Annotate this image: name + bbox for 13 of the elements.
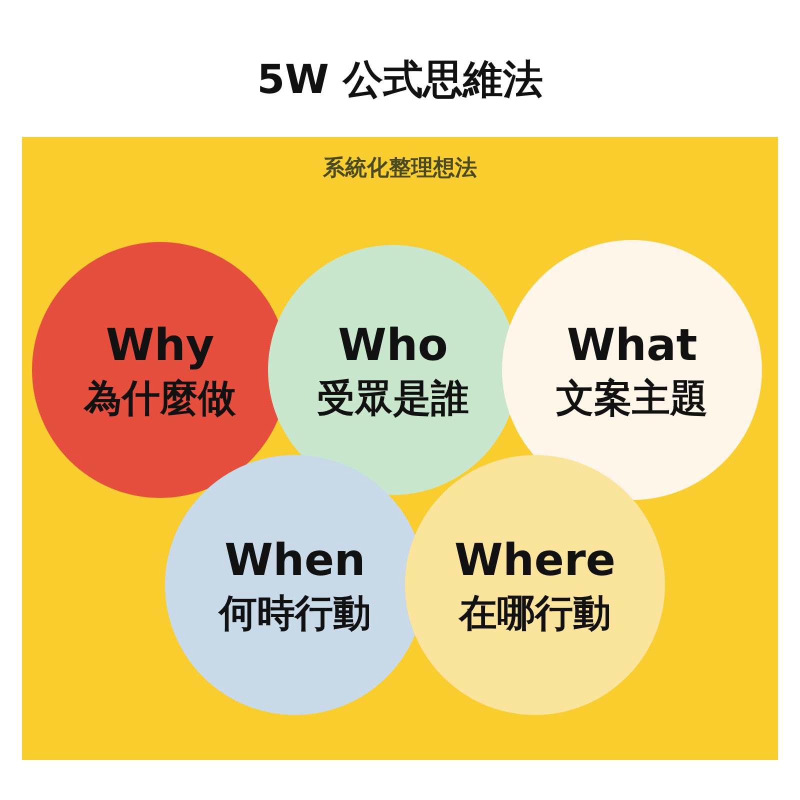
circle-text: 文案主題	[556, 374, 708, 422]
panel-background	[22, 137, 778, 760]
subtitle: 系統化整理想法	[322, 155, 478, 183]
circle-heading: When	[224, 534, 366, 588]
circle-text: 受眾是誰	[317, 374, 469, 422]
circle-heading: Who	[338, 318, 448, 373]
title: 5W 公式思維法	[256, 56, 544, 105]
circle-heading: Why	[106, 318, 214, 373]
circle-text: 在哪行動	[459, 590, 611, 637]
circle-heading: What	[566, 318, 698, 373]
circle-heading: Where	[454, 534, 616, 588]
circle-text: 何時行動	[219, 590, 371, 637]
circle-text: 為什麼做	[84, 374, 236, 422]
